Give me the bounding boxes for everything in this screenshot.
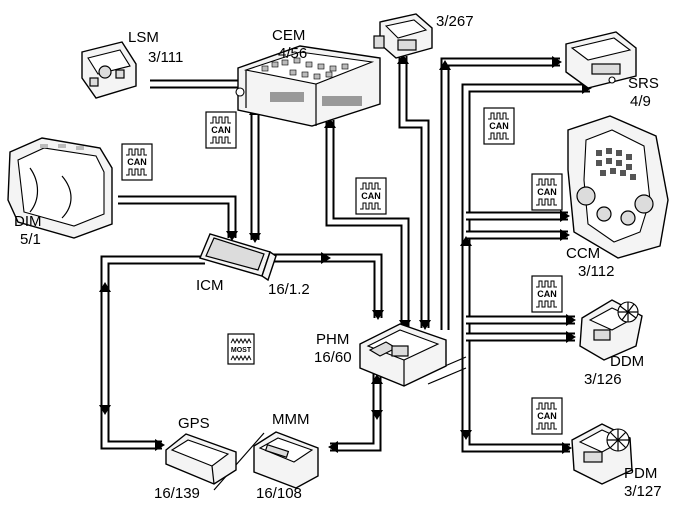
gps-module-image [165,433,237,485]
phm-label: PHM [316,331,349,348]
srs-label: SRS [628,75,659,92]
srs-code: 4/9 [630,93,651,110]
can-bus-icon: CAN [531,173,563,211]
mmm-code: 16/108 [256,485,302,502]
dim-module-image [7,137,113,239]
mmm-module-image [253,431,319,489]
srs-module-image [565,31,637,89]
phm-module-image [359,323,447,387]
icm-code: 16/1.2 [268,281,310,298]
icm-module-image [199,233,277,282]
ddm-module-image [579,299,643,361]
icm-label: ICM [196,277,224,294]
svg-text:CAN: CAN [537,289,557,299]
pdm-label: PDM [624,465,657,482]
ddm-code: 3/126 [584,371,622,388]
can-bus-icon: CAN [355,177,387,215]
dim-code: 5/1 [20,231,41,248]
cem-label: CEM [272,27,305,44]
gps-code: 16/139 [154,485,200,502]
cem-module-image [235,45,381,127]
can-bus-icon: CAN [205,111,237,149]
can-bus-icon: CAN [531,275,563,313]
bus-lines [100,56,590,491]
dim-label: DIM [14,213,42,230]
ccm-code: 3/112 [578,263,614,280]
mmm-label: MMM [272,411,310,428]
relay-code: 3/267 [436,13,474,30]
ccm-label: CCM [566,245,600,262]
svg-text:CAN: CAN [489,121,509,131]
can-bus-icon: CAN [483,107,515,145]
lsm-code: 3/111 [148,49,183,66]
can-bus-icon: CAN [121,143,153,181]
svg-text:CAN: CAN [537,411,557,421]
can-bus-icon: CAN [531,397,563,435]
phm-code: 16/60 [314,349,352,366]
ccm-module-image [567,115,669,259]
svg-text:CAN: CAN [127,157,147,167]
gps-label: GPS [178,415,210,432]
lsm-label: LSM [128,29,159,46]
cem-code: 4/56 [278,45,307,62]
lsm-module-image [81,41,137,99]
most-bus-icon: MOST [227,333,255,365]
svg-text:CAN: CAN [361,191,381,201]
ddm-label: DDM [610,353,644,370]
pdm-code: 3/127 [624,483,662,500]
svg-text:CAN: CAN [211,125,231,135]
svg-text:CAN: CAN [537,187,557,197]
relay-module-image [373,13,433,59]
module-labels: LSM 3/111 CEM 4/56 3/267 SRS 4/9 DIM 5/1… [14,13,662,502]
svg-text:MOST: MOST [231,347,252,354]
pdm-module-image [571,423,633,485]
